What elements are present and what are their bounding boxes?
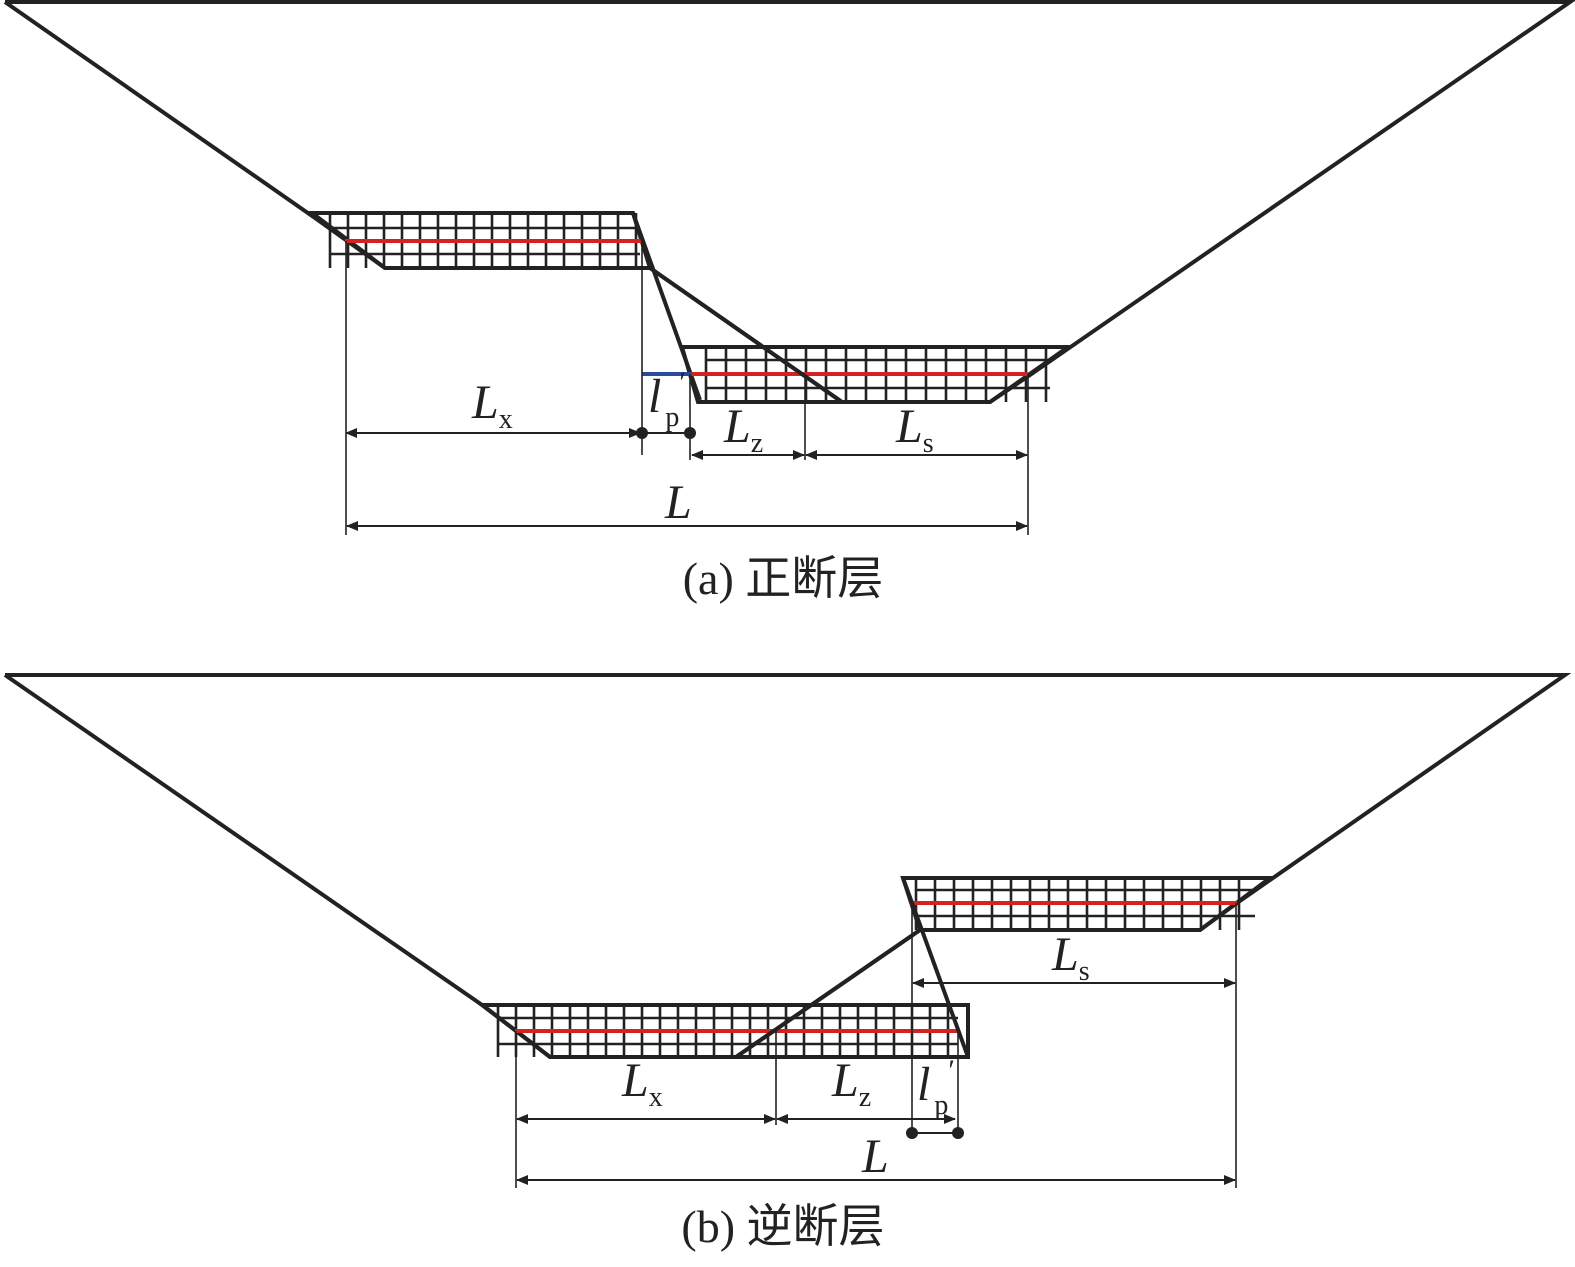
- panel-a-slope-line: [648, 266, 844, 404]
- panel-b-slope-line: [734, 928, 922, 1059]
- panel-a-dimensions: [345, 427, 1028, 531]
- panel-b-right-tunnel: [900, 876, 1277, 932]
- panel-a-right-tunnel: [642, 345, 1075, 404]
- panel-a-label-lx: Lx: [471, 376, 513, 435]
- panel-a-left-tunnel: [306, 211, 653, 270]
- panel-b-label-lz: Lz: [831, 1054, 871, 1113]
- panel-b-dot-right: [952, 1127, 964, 1139]
- panel-b-left-tunnel: [476, 1003, 970, 1059]
- panel-b-label-l: L: [861, 1130, 889, 1183]
- panel-a-label-l: L: [664, 476, 692, 529]
- panel-b-dimensions: [516, 978, 1236, 1185]
- panel-b-dot-left: [906, 1127, 918, 1139]
- panel-b-fault-plane: [901, 877, 970, 1058]
- panel-a-extension-lines: [345, 241, 1029, 535]
- panel-b-label-lx: Lx: [621, 1054, 663, 1113]
- panel-b-caption: (b) 逆断层: [681, 1201, 884, 1252]
- panel-b-label-ls: Ls: [1051, 928, 1090, 987]
- panel-b-extension-lines: [515, 903, 1237, 1188]
- panel-a-dot-left: [636, 427, 648, 439]
- panel-a-caption: (a) 正断层: [683, 553, 884, 604]
- panel-a-label-ls: Ls: [895, 400, 934, 459]
- panel-a-ground-outline: [3, 0, 1575, 404]
- panel-b-ground-outline: [3, 673, 1572, 1059]
- panel-a-label-lz: Lz: [723, 400, 763, 459]
- panel-a-dot-right: [684, 427, 696, 439]
